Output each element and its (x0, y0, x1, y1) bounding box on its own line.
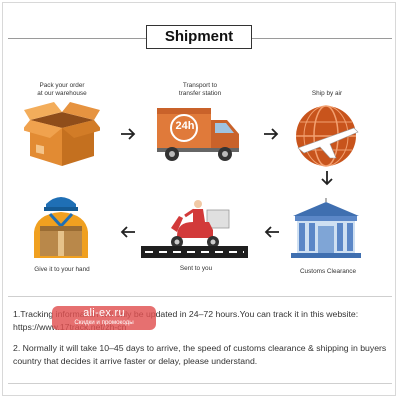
watermark-badge: ali-ex.ru Скидки и промокоды (52, 306, 156, 330)
step-air-caption: Ship by air (311, 90, 343, 97)
step-customs-caption: Customs Clearance (299, 268, 357, 275)
arrow-left-icon (120, 226, 135, 238)
title-rule-right (252, 38, 392, 39)
note-tracking: 1.Tracking information will only be upda… (13, 309, 359, 319)
notes-divider-top (8, 296, 392, 297)
watermark-subtext: Скидки и промокоды (74, 319, 134, 326)
page-frame (2, 2, 396, 396)
watermark-text: ali-ex.ru (83, 307, 125, 319)
step-transport-caption: Transport to transfer station (178, 82, 222, 97)
step-give-caption: Give it to your hand (34, 266, 90, 273)
delivery-person-icon (34, 197, 88, 258)
page-title: Shipment (146, 25, 252, 49)
truck-24h-label: 24h (175, 120, 195, 132)
delivery-truck-icon (157, 108, 239, 161)
step-sent-caption: Sent to you (179, 265, 213, 272)
globe-plane-icon (296, 105, 359, 167)
step-pack-caption: Pack your order at our warehouse (37, 82, 87, 97)
customs-building-icon (291, 198, 361, 258)
open-box-icon (24, 102, 100, 166)
arrow-left-icon (264, 226, 279, 238)
title-rule-left (8, 38, 146, 39)
arrow-right-icon (264, 128, 279, 140)
road (141, 246, 248, 258)
note-delivery-time: 2. Normally it will take 10–45 days to a… (13, 343, 387, 366)
arrow-right-icon (121, 128, 136, 140)
notes-divider-bottom (8, 383, 392, 384)
scooter-courier-icon (171, 200, 230, 248)
arrow-down-icon (321, 171, 333, 186)
